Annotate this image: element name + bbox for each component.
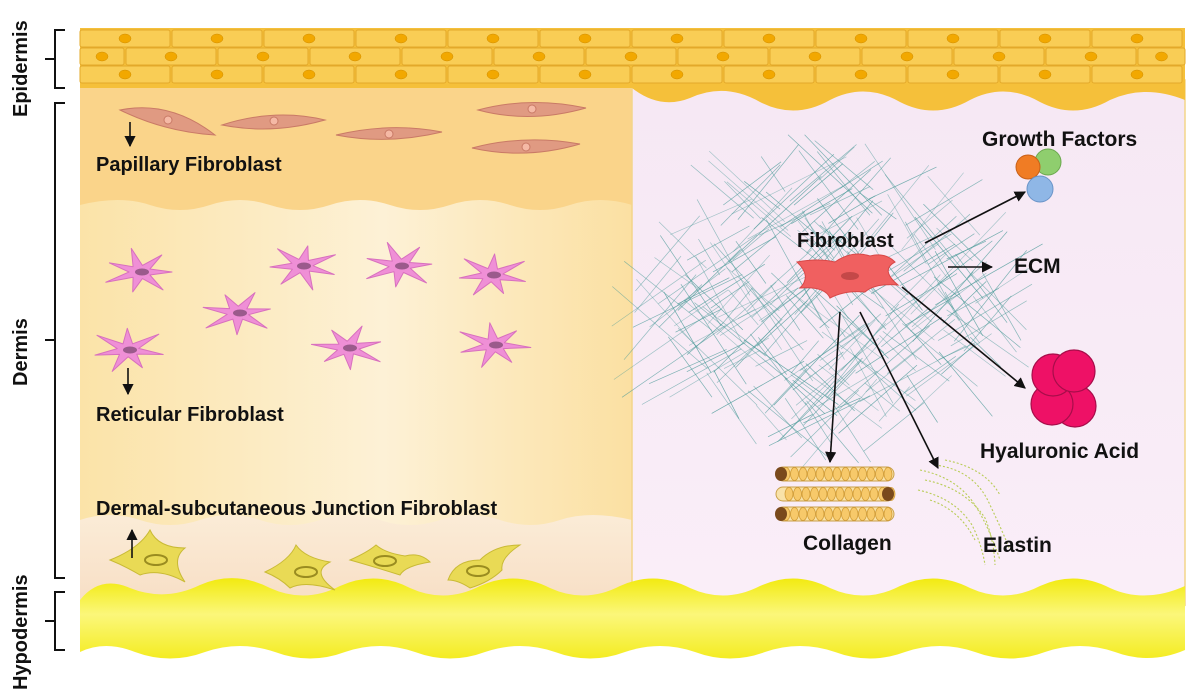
epidermis-cell <box>356 30 446 47</box>
hyaluronic-acid-label: Hyaluronic Acid <box>980 440 1139 464</box>
epidermis-cell <box>1092 30 1182 47</box>
epidermis-cell <box>724 66 814 83</box>
epidermis-cell <box>264 66 354 83</box>
epidermis-cell <box>80 66 170 83</box>
collagen-label: Collagen <box>803 532 892 556</box>
epidermis-label: Epidermis <box>10 20 33 117</box>
epidermis-cell <box>724 30 814 47</box>
epidermis-cell <box>1000 30 1090 47</box>
epidermis-cell <box>1138 48 1185 65</box>
junction-fibroblast-label: Dermal-subcutaneous Junction Fibroblast <box>96 498 497 521</box>
epidermis-cell <box>172 66 262 83</box>
epidermis-cell <box>816 66 906 83</box>
epidermis-cell <box>540 66 630 83</box>
epidermis-cell <box>356 66 446 83</box>
hypodermis-label: Hypodermis <box>10 574 33 690</box>
reticular-fibroblast-label: Reticular Fibroblast <box>96 404 284 427</box>
epidermis-cell <box>448 30 538 47</box>
epidermis-cells <box>80 30 1185 83</box>
epidermis-cell <box>402 48 492 65</box>
epidermis-cell <box>1092 66 1182 83</box>
epidermis-cell <box>1046 48 1136 65</box>
epidermis-cell <box>862 48 952 65</box>
epidermis-cell <box>126 48 216 65</box>
epidermis-bracket <box>45 30 65 88</box>
epidermis-cell <box>678 48 768 65</box>
epidermis-cell <box>908 30 998 47</box>
hyaluronic-acid-icon <box>1031 350 1096 427</box>
epidermis-cell <box>80 48 124 65</box>
epidermis-cell <box>264 30 354 47</box>
epidermis-cell <box>448 66 538 83</box>
epidermis-cell <box>80 30 170 47</box>
epidermis-cell <box>586 48 676 65</box>
layer-brackets <box>45 30 65 650</box>
epidermis-cell <box>816 30 906 47</box>
elastin-label: Elastin <box>983 534 1052 558</box>
collagen-icon <box>775 467 895 521</box>
collagen-strand <box>775 507 894 521</box>
right-panel <box>632 80 1185 606</box>
epidermis-cell <box>954 48 1044 65</box>
epidermis-cell <box>494 48 584 65</box>
hypodermis-bracket <box>45 592 65 650</box>
ecm-label: ECM <box>1014 255 1061 279</box>
epidermis-cell <box>310 48 400 65</box>
growth-factors-label: Growth Factors <box>982 128 1137 152</box>
epidermis-cell <box>908 66 998 83</box>
collagen-strand <box>775 467 894 481</box>
epidermis-cell <box>540 30 630 47</box>
fibroblast-label: Fibroblast <box>797 230 894 253</box>
epidermis-cell <box>218 48 308 65</box>
epidermis-cell <box>632 30 722 47</box>
epidermis-cell <box>1000 66 1090 83</box>
papillary-fibroblast-label: Papillary Fibroblast <box>96 154 282 177</box>
epidermis-cell <box>172 30 262 47</box>
collagen-strand <box>776 487 895 501</box>
dermis-bracket <box>45 103 65 578</box>
dermis-label: Dermis <box>10 318 33 386</box>
epidermis-cell <box>632 66 722 83</box>
epidermis-cell <box>770 48 860 65</box>
